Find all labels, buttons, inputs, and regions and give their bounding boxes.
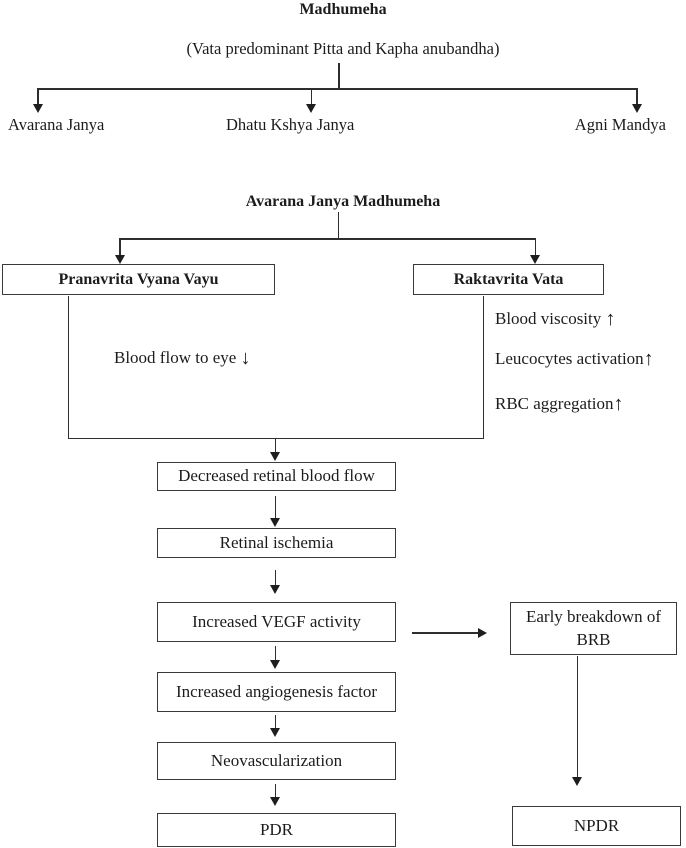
flow-box-label: Neovascularization	[210, 750, 343, 770]
connector-avarana-split	[120, 238, 536, 240]
note-blood-flow-label: Blood flow to eye	[114, 348, 237, 367]
connector-right-descender	[482, 296, 485, 439]
note-blood-flow-to-eye: Blood flow to eye ↓	[114, 347, 251, 368]
box-early-breakdown-brb: Early breakdown of BRB	[510, 602, 677, 655]
arrow-to-retinal-ischemia	[274, 496, 277, 518]
arrow-to-vegf-activity	[274, 570, 277, 585]
branch-label-dhatu-kshya-janya: Dhatu Kshya Janya	[226, 115, 355, 134]
arrow-to-pranavrita-box	[119, 238, 121, 255]
connector-top-stem	[338, 63, 340, 88]
flow-box-label: Increased VEGF activity	[192, 611, 361, 631]
npdr-box-label: NPDR	[573, 815, 620, 835]
arrow-to-npdr	[576, 656, 579, 777]
box-raktavrita-label: Raktavrita Vata	[453, 270, 564, 288]
branch-label-avarana-janya: Avarana Janya	[8, 115, 105, 134]
flow-box-retinal-ischemia: Retinal ischemia	[157, 528, 396, 558]
box-pranavrita-label: Pranavrita Vyana Vayu	[58, 270, 219, 288]
up-arrow-icon: ↑	[613, 393, 624, 415]
note-leucocytes-activation: Leucocytes activation↑	[495, 348, 654, 369]
arrow-to-neovascularization	[274, 715, 277, 728]
arrow-to-brb-box	[412, 632, 478, 634]
note-rbc-label: RBC aggregation	[495, 394, 614, 413]
down-arrow-icon: ↓	[240, 347, 251, 369]
arrow-to-pdr	[274, 784, 277, 797]
flow-box-label: PDR	[259, 819, 294, 839]
up-arrow-icon: ↑	[643, 348, 654, 370]
note-leucocytes-label: Leucocytes activation	[495, 349, 644, 368]
arrow-to-dhatu-kshya	[310, 88, 313, 104]
note-blood-viscosity: Blood viscosity ↑	[495, 308, 616, 329]
flow-box-neovascularization: Neovascularization	[157, 742, 396, 780]
flow-box-decreased-retinal-blood-flow: Decreased retinal blood flow	[157, 462, 396, 491]
arrow-to-avarana-janya	[37, 88, 39, 104]
box-pranavrita-vyana-vayu: Pranavrita Vyana Vayu	[2, 264, 275, 295]
connector-top-split	[38, 88, 638, 90]
diagram-title: Madhumeha	[299, 1, 387, 18]
box-npdr: NPDR	[512, 806, 681, 846]
flow-box-label: Decreased retinal blood flow	[178, 466, 375, 486]
diagram-subtitle: (Vata predominant Pitta and Kapha anuban…	[186, 39, 500, 58]
branch-label-agni-mandya: Agni Mandya	[574, 115, 666, 134]
connector-avarana-stem	[337, 212, 340, 239]
flow-box-increased-vegf-activity: Increased VEGF activity	[157, 602, 396, 642]
arrow-to-raktavrita-box	[534, 238, 537, 255]
arrow-to-angiogenesis-factor	[274, 646, 277, 660]
brb-box-label: Early breakdown of BRB	[525, 606, 661, 649]
arrow-to-decreased-flow	[274, 438, 277, 452]
connector-left-descender	[67, 296, 70, 439]
flow-box-label: Increased angiogenesis factor	[175, 681, 378, 701]
flow-box-pdr: PDR	[157, 813, 396, 847]
arrow-to-agni-mandya	[636, 88, 638, 104]
flow-box-label: Retinal ischemia	[219, 532, 334, 552]
avarana-section-title: Avarana Janya Madhumeha	[245, 193, 441, 210]
flow-box-increased-angiogenesis-factor: Increased angiogenesis factor	[157, 672, 396, 712]
note-rbc-aggregation: RBC aggregation↑	[495, 393, 624, 414]
up-arrow-icon: ↑	[605, 308, 616, 330]
note-blood-viscosity-label: Blood viscosity	[495, 309, 602, 328]
box-raktavrita-vata: Raktavrita Vata	[413, 264, 604, 295]
